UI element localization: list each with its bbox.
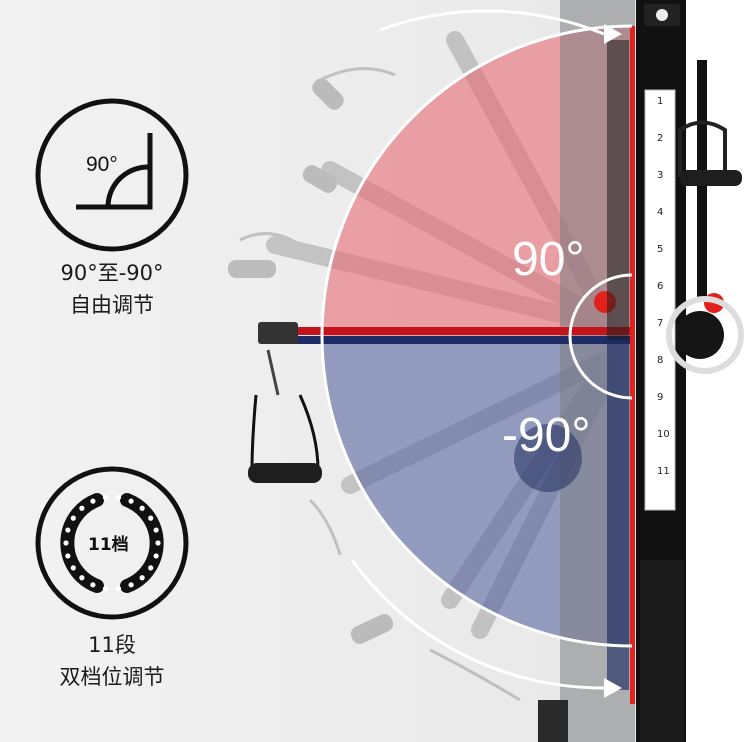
ring-hole — [148, 565, 154, 571]
arrow-top — [604, 24, 622, 44]
rotation-feature-subtitle: 自由调节 — [70, 293, 154, 317]
ring-hole — [155, 540, 161, 546]
ring-hole — [102, 585, 109, 592]
ring-hole — [70, 565, 76, 571]
lower-range-sector — [322, 336, 632, 646]
post-number-9: 9 — [657, 392, 664, 403]
lower-arm — [607, 340, 629, 690]
divider-line — [630, 26, 635, 704]
upper-arc — [320, 24, 633, 337]
post-number-1: 1 — [657, 96, 664, 107]
ring-hole — [139, 505, 145, 511]
post-number-7: 7 — [657, 318, 664, 329]
ring-hole — [128, 582, 134, 588]
ring-hole — [65, 553, 71, 559]
positions-feature-subtitle: 双档位调节 — [59, 665, 165, 689]
ring-hole — [139, 575, 145, 581]
ring-hole — [115, 585, 122, 592]
post-number-6: 6 — [657, 281, 664, 292]
ring-hole — [153, 553, 159, 559]
arc-tail-top — [379, 9, 605, 36]
lower-angle-label: -90° — [502, 409, 591, 462]
pivot-shadow — [514, 424, 582, 492]
ring-hole — [63, 540, 69, 546]
post-number-3: 3 — [657, 170, 664, 181]
ring-hole — [65, 527, 71, 533]
ring-hole — [153, 527, 159, 533]
post-number-4: 4 — [657, 207, 664, 218]
angle-feature-icon — [35, 98, 189, 252]
inner-arc — [568, 273, 633, 400]
icon-position-text: 11档 — [88, 535, 129, 555]
ring-hole — [115, 494, 122, 501]
upper-arm — [607, 40, 629, 340]
ring-hole — [148, 515, 154, 521]
post-number-10: 10 — [657, 429, 670, 440]
rotation-feature-title: 90°至-90° — [60, 261, 164, 285]
post-number-2: 2 — [657, 133, 664, 144]
arrow-bottom — [604, 678, 622, 698]
ring-hole — [79, 505, 85, 511]
position-feature-icon — [35, 466, 189, 620]
ring-hole — [90, 498, 96, 504]
ring-hole — [79, 575, 85, 581]
ring-hole — [102, 494, 109, 501]
upper-angle-label: 90° — [512, 233, 585, 286]
post-number-5: 5 — [657, 244, 664, 255]
icon-angle-text: 90° — [86, 153, 118, 176]
ring-hole — [70, 515, 76, 521]
upper-range-sector — [322, 26, 632, 336]
lower-arc — [320, 335, 633, 648]
post-number-11: 11 — [657, 466, 670, 477]
ring-hole — [128, 498, 134, 504]
ring-hole — [90, 582, 96, 588]
arc-tail-bottom — [350, 559, 605, 690]
post-number-8: 8 — [657, 355, 664, 366]
right-handle — [666, 60, 744, 374]
positions-feature-title: 11段 — [88, 633, 136, 657]
